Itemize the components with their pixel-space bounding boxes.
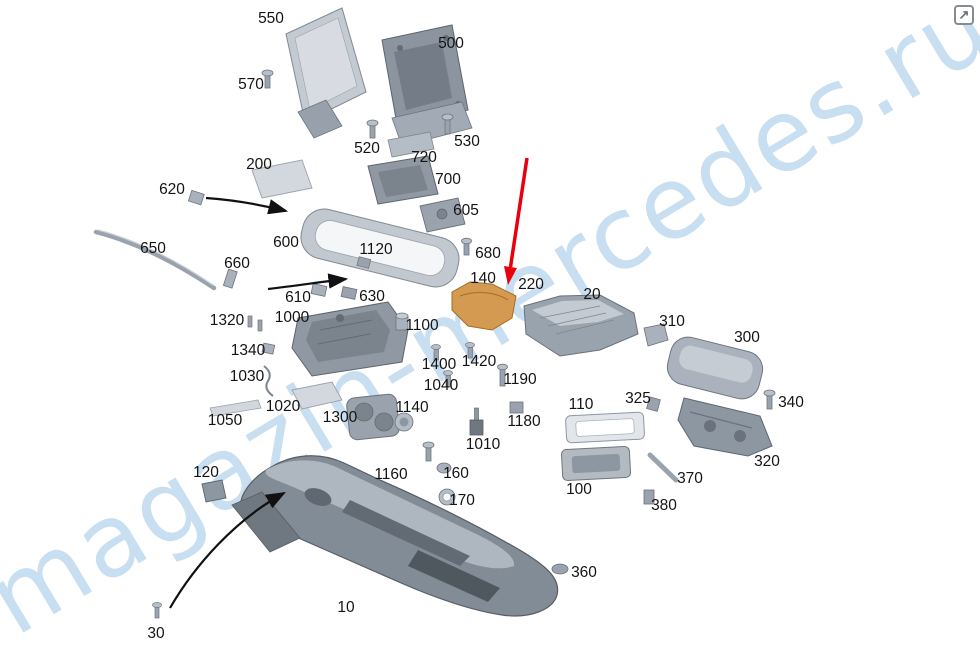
part-380-block (643, 489, 655, 505)
part-1020-plate (291, 381, 343, 410)
part-320-hinge-bracket (677, 397, 773, 457)
red-pointer-arrow (504, 157, 529, 285)
part-1160-screw (422, 441, 435, 462)
part-550-display-panel (285, 7, 367, 139)
part-1010-switch (469, 407, 484, 436)
part-110-tray-frame (565, 411, 645, 444)
part-1300-cupholder (346, 393, 400, 441)
arrow-660-to-frame (267, 273, 349, 291)
part-620-clip (187, 189, 205, 206)
part-700-pad (367, 155, 439, 205)
part-310-bracket (643, 323, 669, 347)
leader-arrows (169, 196, 349, 609)
part-500-display-bracket (381, 24, 473, 147)
part-600-trim-frame (300, 208, 460, 288)
part-1100-cylinder (395, 312, 409, 331)
part-610-clip (310, 283, 328, 297)
part-360-cap (551, 563, 569, 575)
part-1340-clip (261, 342, 276, 355)
part-170-ring (438, 488, 456, 506)
part-340-screw (763, 389, 776, 410)
part-220-highlighted-duct (451, 281, 517, 331)
part-120-bracket (201, 479, 227, 503)
part-300-armrest-lid (666, 336, 764, 400)
part-1120-clip (356, 256, 372, 269)
part-1040-bolt (443, 370, 453, 388)
part-1420-bolt (465, 342, 475, 359)
external-link-icon[interactable]: ↗ (954, 5, 974, 25)
part-370-rod (647, 452, 679, 483)
part-160-grommet (436, 462, 452, 474)
part-1000-mechanism (291, 301, 409, 377)
arrow-30-to-console (169, 491, 286, 609)
part-630-clip (340, 286, 358, 300)
part-200-plate (251, 159, 313, 199)
part-570-screw (261, 69, 274, 89)
part-650-trim-strip (93, 229, 217, 291)
part-1320-bolts (247, 315, 263, 332)
part-20-armrest-pad (523, 294, 639, 357)
part-1030-wire (263, 365, 274, 397)
part-720-bracket (387, 131, 435, 158)
part-1190-bolt (497, 363, 508, 387)
part-1180-block (509, 401, 524, 414)
part-605-switch-block (419, 197, 466, 233)
part-530-screw (441, 113, 454, 135)
part-660-bracket (222, 268, 238, 289)
part-520-screw (366, 119, 379, 139)
part-1050-strip (209, 399, 262, 417)
part-1140-insert (394, 412, 414, 432)
part-10-console-body (231, 455, 559, 617)
part-100-tray (561, 445, 632, 482)
part-325-clip (646, 396, 661, 412)
part-1400-bolt (431, 344, 441, 361)
part-30-screw (152, 602, 162, 619)
arrow-620-to-frame (205, 196, 289, 215)
part-680-screw (461, 237, 472, 256)
